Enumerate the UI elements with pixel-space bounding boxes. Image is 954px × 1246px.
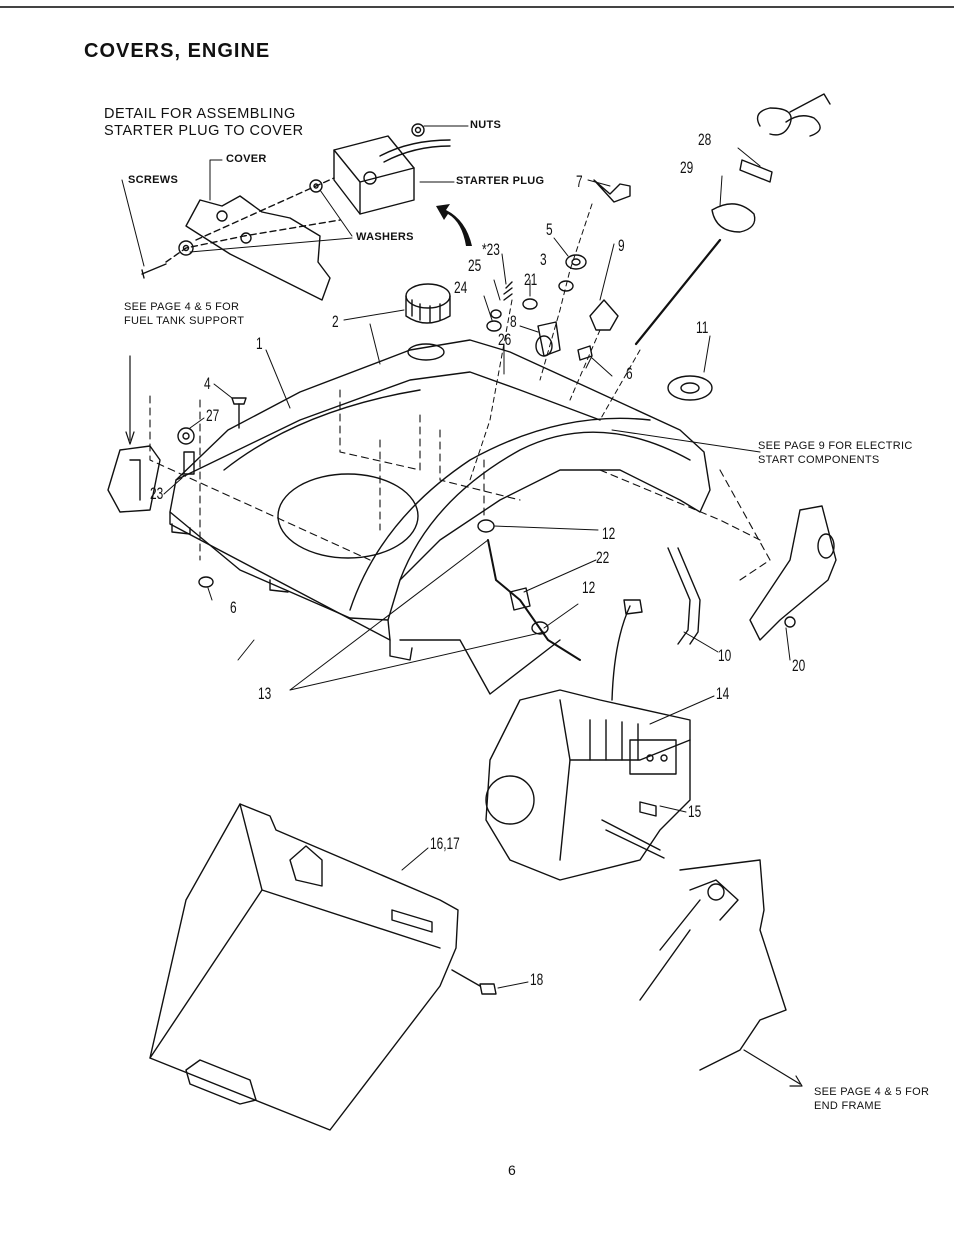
- washer-27: [177, 427, 195, 445]
- note-fuel-tank-support: SEE PAGE 4 & 5 FOR FUEL TANK SUPPORT: [124, 301, 245, 327]
- callout-5: 5: [546, 220, 553, 239]
- callout-28: 28: [698, 130, 712, 149]
- callout-9: 9: [618, 236, 625, 255]
- starter-handle-29: [711, 203, 756, 233]
- spring-23: [503, 281, 513, 301]
- cover-dashed-lines: [149, 389, 771, 581]
- end-frame-plate: [639, 859, 787, 1071]
- rope-guide-11: [667, 375, 713, 401]
- label-starter-plug: STARTER PLUG: [456, 175, 545, 187]
- callout-15: 15: [688, 802, 702, 821]
- detail-nut: [411, 123, 425, 137]
- screw-4: [231, 397, 247, 429]
- fuel-filter-22: [509, 587, 531, 611]
- bracket-20: [749, 505, 837, 641]
- grommet-6-left: [198, 576, 214, 588]
- parts-dash-lines: [469, 203, 641, 481]
- callout-4: 4: [204, 374, 211, 393]
- label-screws: SCREWS: [128, 174, 179, 186]
- detail-starter-plug: [333, 135, 451, 215]
- detail-assembly-lines: [165, 177, 341, 263]
- detail-cover-fragment: [185, 195, 331, 301]
- nut-5: [565, 254, 587, 270]
- fuel-line-13: [487, 539, 581, 661]
- callout-7: 7: [576, 172, 583, 191]
- detail-arrow: [436, 204, 472, 246]
- label-washers: WASHERS: [356, 231, 414, 243]
- key-7: [593, 179, 631, 203]
- detail-leaders: [121, 125, 469, 267]
- fuel-tank-support-bracket: [107, 445, 161, 513]
- callout-3: 3: [540, 250, 547, 269]
- note-electric-start: SEE PAGE 9 FOR ELECTRIC START COMPONENTS: [758, 440, 913, 466]
- detail-screw: [141, 263, 167, 279]
- switch-9: [589, 299, 619, 331]
- nut-6: [577, 345, 593, 361]
- engine-14: [485, 689, 691, 881]
- callout-21: 21: [524, 270, 538, 289]
- callout-29: 29: [680, 158, 694, 177]
- callout-10: 10: [718, 646, 732, 665]
- washer-3: [558, 280, 574, 292]
- shaft-key-15: [639, 801, 657, 817]
- starter-rope: [634, 238, 722, 346]
- callout-16-17: 16,17: [430, 834, 460, 853]
- callout-14: 14: [716, 684, 730, 703]
- engine-cover: [169, 339, 711, 661]
- callout-18: 18: [530, 970, 544, 989]
- callout-6-left: 6: [230, 598, 237, 617]
- callout-22: 22: [596, 548, 610, 567]
- page-number: 6: [508, 1162, 516, 1178]
- callout-24: 24: [454, 278, 468, 297]
- fuel-cap: [405, 283, 451, 361]
- callout-26: 26: [498, 330, 512, 349]
- callout-13: 13: [258, 684, 272, 703]
- callout-23-star: *23: [482, 240, 500, 259]
- label-nuts: NUTS: [470, 119, 502, 131]
- page-title: COVERS, ENGINE: [84, 40, 271, 62]
- callout-6-right: 6: [626, 364, 633, 383]
- callout-11: 11: [696, 318, 709, 337]
- callout-27: 27: [206, 406, 220, 425]
- screw-18: [451, 969, 497, 995]
- callout-23-left: 23: [150, 484, 164, 503]
- screw-23-left: [183, 451, 195, 475]
- callout-8: 8: [510, 312, 517, 331]
- starter-rope-knot: [756, 93, 831, 137]
- washers-24-25: [486, 309, 502, 332]
- callout-20: 20: [792, 656, 806, 675]
- fuel-clamps-12: [477, 519, 549, 635]
- spring-21: [522, 298, 538, 310]
- primer-bulb-8: [535, 321, 561, 357]
- see-page-arrows: [125, 355, 803, 1087]
- lower-cover-16-17: [149, 803, 459, 1131]
- fuel-line-dash-13: [399, 639, 561, 695]
- note-end-frame: SEE PAGE 4 & 5 FOR END FRAME: [814, 1086, 930, 1112]
- callout-2: 2: [332, 312, 339, 331]
- handle-insert-28: [739, 159, 773, 183]
- callout-12-upper: 12: [602, 524, 616, 543]
- wire-harness: [611, 599, 643, 701]
- screw-20: [784, 616, 796, 628]
- tube-10: [667, 547, 701, 645]
- detail-washers: [178, 179, 323, 256]
- callout-leaders: [163, 147, 791, 989]
- callout-12-lower: 12: [582, 578, 596, 597]
- callout-1: 1: [256, 334, 263, 353]
- label-cover: COVER: [226, 153, 267, 165]
- detail-title: DETAIL FOR ASSEMBLING STARTER PLUG TO CO…: [104, 106, 304, 139]
- callout-25: 25: [468, 256, 482, 275]
- top-rule: [0, 6, 954, 8]
